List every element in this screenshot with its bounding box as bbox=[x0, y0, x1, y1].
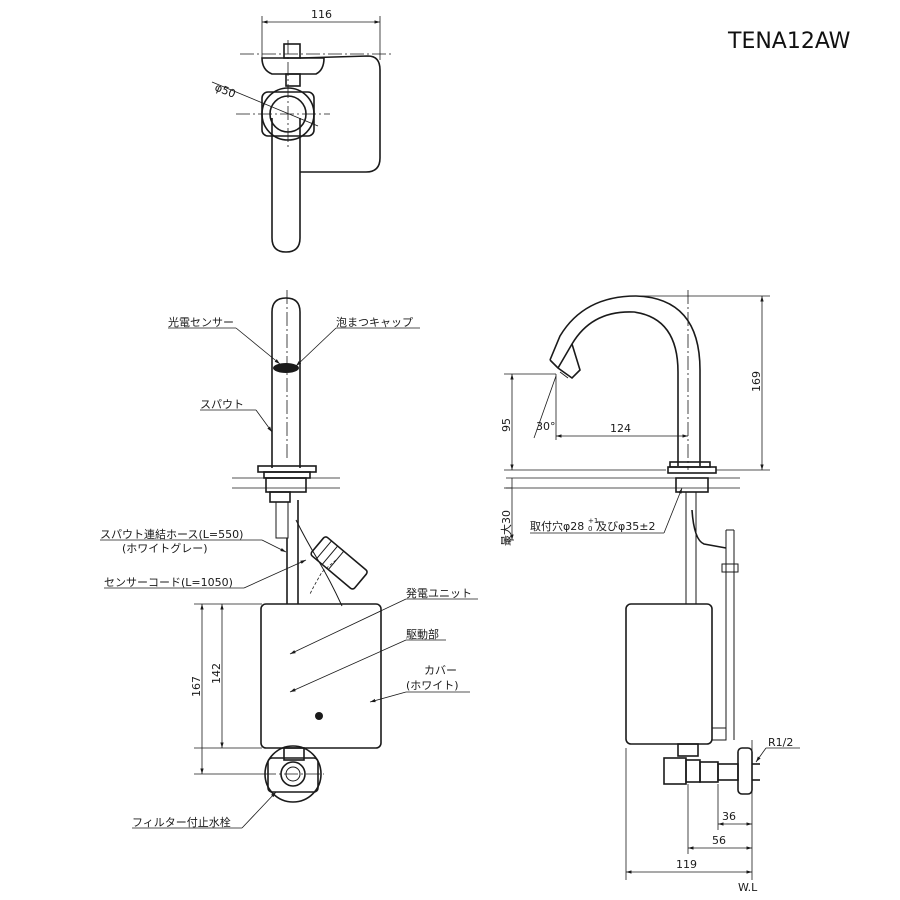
label-hose: スパウト連結ホース(L=550) bbox=[100, 527, 243, 541]
front-view: 167 142 bbox=[190, 290, 382, 803]
label-sensor: 光電センサー bbox=[168, 315, 234, 329]
dim-119: 119 bbox=[676, 858, 697, 871]
label-drive: 駆動部 bbox=[406, 627, 439, 641]
dim-30deg: 30° bbox=[536, 420, 556, 433]
dim-116: 116 bbox=[311, 8, 332, 21]
label-spout: スパウト bbox=[200, 398, 244, 411]
side-view: 169 95 124 30° 最大30 取付穴φ28 +1 0 及びφ35±2 … bbox=[499, 290, 800, 894]
front-labels: 光電センサー 泡まつキャップ スパウト スパウト連結ホース(L=550) (ホワ… bbox=[100, 315, 478, 829]
label-mount-hole-2: 及びφ35±2 bbox=[596, 520, 655, 533]
label-hose-color: (ホワイトグレー) bbox=[122, 541, 208, 555]
label-mount-hole: 取付穴φ28 bbox=[530, 519, 584, 533]
dim-142: 142 bbox=[210, 663, 223, 684]
dim-167: 167 bbox=[190, 676, 203, 697]
dim-169: 169 bbox=[750, 371, 763, 392]
label-generator: 発電ユニット bbox=[406, 586, 472, 600]
top-view: 116 φ50 bbox=[211, 8, 392, 253]
dim-max30: 最大30 bbox=[499, 510, 513, 546]
label-stop-valve: フィルター付止水栓 bbox=[132, 815, 231, 829]
dim-phi50: φ50 bbox=[213, 81, 238, 101]
label-wall-line: W.L bbox=[738, 881, 758, 894]
label-cover: カバー bbox=[424, 664, 457, 677]
label-aerator-cap: 泡まつキャップ bbox=[336, 315, 413, 329]
label-mount-tol-lower: 0 bbox=[588, 525, 592, 533]
dim-95: 95 bbox=[500, 418, 513, 432]
dim-56: 56 bbox=[712, 834, 726, 847]
label-sensor-cord: センサーコード(L=1050) bbox=[104, 576, 233, 589]
label-cover-color: (ホワイト) bbox=[406, 679, 459, 692]
label-thread: R1/2 bbox=[768, 736, 793, 749]
model-title: TENA12AW bbox=[727, 29, 851, 54]
dim-124: 124 bbox=[610, 422, 631, 435]
label-mount-tol-upper: +1 bbox=[588, 517, 598, 525]
dim-36: 36 bbox=[722, 810, 736, 823]
